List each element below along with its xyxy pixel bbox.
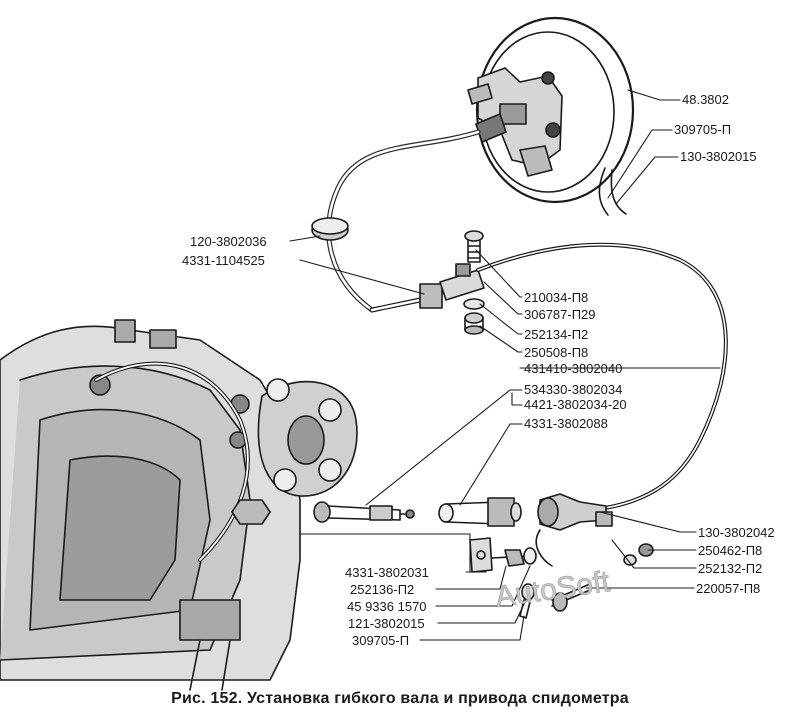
label-306787-p29: 306787-П29: [524, 307, 596, 322]
label-220057-p8: 220057-П8: [696, 581, 760, 596]
label-45-9336-1570: 45 9336 1570: [347, 599, 427, 614]
leader-lines: [289, 89, 721, 641]
angle-drive: [535, 493, 613, 567]
figure-caption: Рис. 152. Установка гибкого вала и приво…: [171, 690, 629, 707]
label-4331-3802088: 4331-3802088: [524, 416, 608, 431]
clamp-assembly: [419, 230, 485, 335]
adapter-4331-3802088: [438, 497, 522, 527]
label-309705-p-bottom: 309705-П: [352, 633, 409, 648]
speedometer: [467, 16, 635, 204]
label-4331-1104525: 4331-1104525: [182, 253, 265, 268]
label-250508-p8: 250508-П8: [524, 345, 588, 360]
drive-534330: [313, 501, 415, 523]
label-210034-p8: 210034-П8: [524, 290, 588, 305]
transmission-housing: [0, 319, 301, 691]
label-250462-p8: 250462-П8: [698, 543, 762, 558]
label-431410-3802040: 431410-3802040: [524, 361, 622, 376]
label-534330-3802034: 534330-3802034: [524, 382, 622, 397]
long-shaft: [476, 242, 728, 510]
output-flange: [257, 378, 358, 497]
wire-130-3802015: [610, 169, 627, 215]
label-4331-3802031: 4331-3802031: [345, 565, 429, 580]
grommet: [311, 217, 349, 241]
label-252136-p2: 252136-П2: [350, 582, 414, 597]
label-130-3802015: 130-3802015: [680, 149, 757, 164]
watermark: AutoSoft: [493, 565, 612, 614]
wire-309705-top: [598, 167, 609, 216]
label-120-3802036: 120-3802036: [190, 234, 267, 249]
label-252132-p2: 252132-П2: [698, 561, 762, 576]
nut-250462: [623, 543, 654, 566]
label-309705-p-top: 309705-П: [674, 122, 731, 137]
label-130-3802042: 130-3802042: [698, 525, 775, 540]
label-48-3802: 48.3802: [682, 92, 729, 107]
part-labels: 48.3802 309705-П 130-3802015 120-3802036…: [182, 92, 775, 648]
label-252134-p2: 252134-П2: [524, 327, 588, 342]
bolt-220057: [551, 583, 591, 612]
bracket-4331-3802031: [469, 537, 537, 619]
label-121-3802015: 121-3802015: [348, 616, 425, 631]
label-4421-3802034-20: 4421-3802034-20: [524, 397, 627, 412]
